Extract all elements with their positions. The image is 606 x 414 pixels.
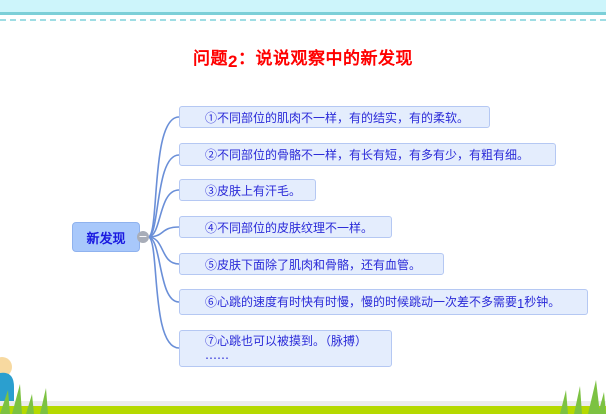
subtopic-node-1[interactable]: ①不同部位的肌肉不一样，有的结实，有的柔软。	[179, 106, 490, 128]
subtopic-text: ④不同部位的皮肤纹理不一样。	[205, 221, 374, 235]
subtopic-node-3[interactable]: ③皮肤上有汗毛。	[179, 179, 316, 201]
subtopic-ellipsis: ……	[205, 348, 229, 362]
link-1	[147, 116, 180, 238]
header-band	[0, 0, 606, 12]
collapse-toggle-icon[interactable]: −	[137, 230, 149, 243]
link-6	[147, 236, 180, 303]
footer-band	[0, 401, 606, 406]
subtopic-text: ②不同部位的骨骼不一样，有长有短，有多有少，有粗有细。	[205, 148, 530, 162]
subtopic-node-6[interactable]: ⑥心跳的速度有时快有时慢，慢的时候跳动一次差不多需要1秒钟。	[179, 289, 588, 315]
title-number: 2	[228, 52, 238, 71]
central-topic-label: 新发现	[86, 231, 126, 247]
header-line	[0, 12, 606, 15]
subtopic-node-2[interactable]: ②不同部位的骨骼不一样，有长有短，有多有少，有粗有细。	[179, 143, 556, 166]
title-suffix: ：说说观察中的新发现	[237, 49, 413, 69]
subtopic-text-end: 秒钟。	[524, 295, 561, 309]
subtopic-node-4[interactable]: ④不同部位的皮肤纹理不一样。	[179, 216, 392, 238]
subtopic-text: ③皮肤上有汗毛。	[205, 184, 302, 198]
slide-title: 问题2：说说观察中的新发现	[0, 44, 606, 72]
title-prefix: 问题	[193, 49, 229, 69]
subtopic-node-7[interactable]: ⑦心跳也可以被摸到。（脉搏）……	[179, 330, 392, 367]
link-7	[147, 236, 180, 349]
header-dashed-divider	[0, 19, 606, 21]
subtopic-number: 1	[517, 296, 525, 311]
link-2	[147, 154, 180, 238]
subtopic-text: ⑤皮肤下面除了肌肉和骨骼，还有血管。	[205, 258, 422, 272]
subtopic-node-5[interactable]: ⑤皮肤下面除了肌肉和骨骼，还有血管。	[179, 253, 444, 275]
subtopic-text: ①不同部位的肌肉不一样，有的结实，有的柔软。	[205, 111, 470, 125]
link-3	[147, 189, 180, 238]
subtopic-text: ⑦心跳也可以被摸到。（脉搏）	[205, 334, 368, 348]
central-topic-node[interactable]: 新发现	[72, 222, 140, 252]
subtopic-text: ⑥心跳的速度有时快有时慢，慢的时候跳动一次差不多需要	[205, 295, 518, 309]
grass-decoration	[0, 406, 606, 414]
grass-blades-decoration	[0, 380, 606, 414]
